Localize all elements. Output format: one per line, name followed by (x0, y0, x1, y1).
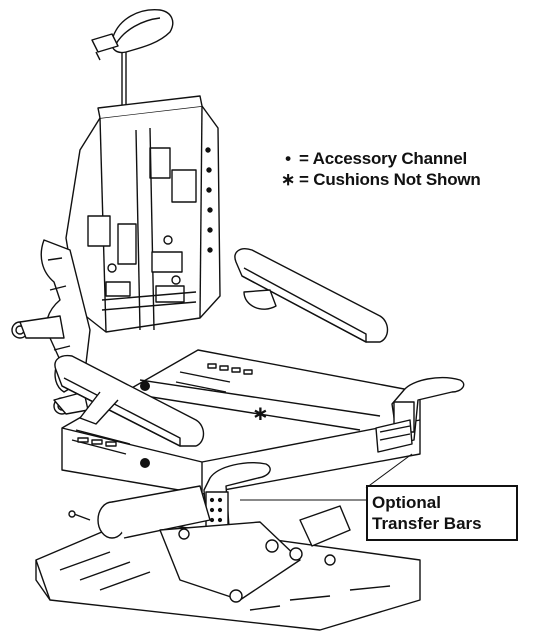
left-armrest (54, 354, 205, 447)
seat-pan (61, 349, 421, 495)
legend: • = Accessory Channel ∗ = Cushions Not S… (281, 148, 481, 190)
callout-leader-upper (365, 453, 413, 489)
asterisk-icon: ∗ (281, 170, 296, 189)
base-mechanism (35, 485, 421, 631)
cushion-marker: ∗ (252, 401, 269, 425)
legend-label-accessory-channel: = Accessory Channel (299, 149, 468, 168)
right-transfer-bar (375, 376, 465, 453)
accessory-channel-dot-front (140, 458, 150, 468)
accessory-channel-dot-rear (140, 381, 150, 391)
headrest (91, 9, 174, 128)
transfer-bars-callout: Optional Transfer Bars (366, 485, 518, 541)
backrest (65, 95, 221, 333)
callout-line2: Transfer Bars (372, 514, 482, 533)
legend-item-cushions-not-shown: ∗ = Cushions Not Shown (281, 169, 481, 190)
right-armrest (234, 248, 389, 343)
legend-item-accessory-channel: • = Accessory Channel (281, 148, 481, 169)
bullet-icon: • (285, 149, 291, 168)
callout-line1: Optional (372, 493, 441, 512)
legend-label-cushions-not-shown: = Cushions Not Shown (299, 170, 481, 189)
